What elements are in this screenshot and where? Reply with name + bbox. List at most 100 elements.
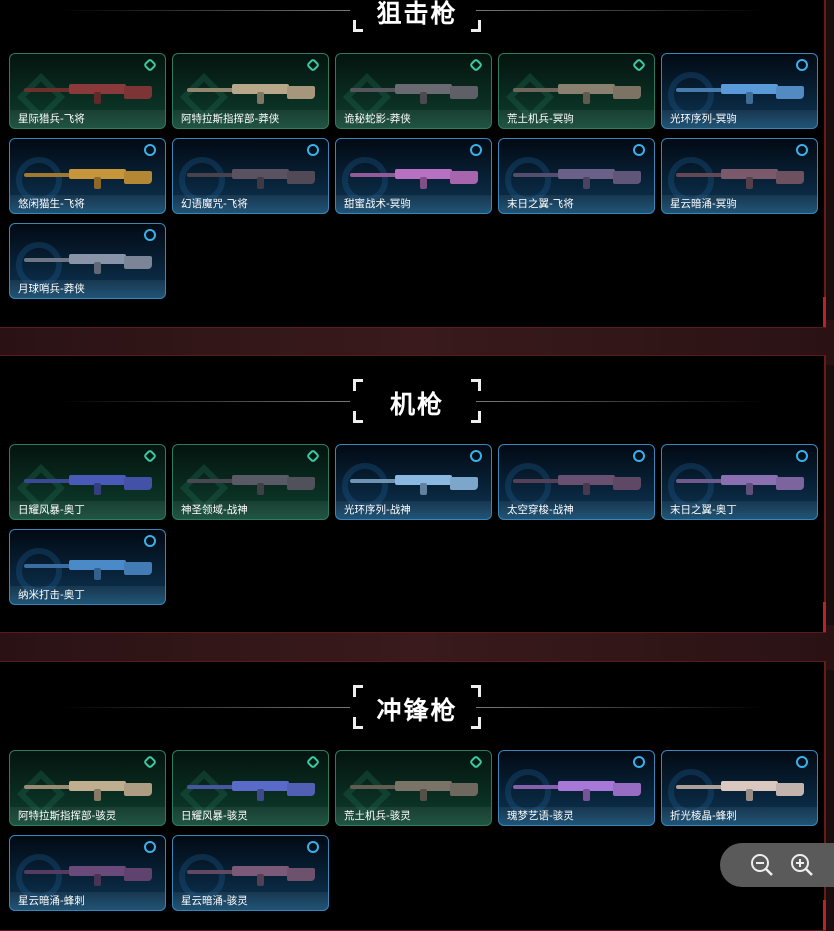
weapon-image (24, 862, 152, 886)
title-frame: 狙击枪 (353, 0, 481, 32)
weapon-skin-card[interactable]: 星云暗涌-冥驹 (661, 138, 818, 214)
card-background-emblem (179, 157, 225, 203)
rarity-ring-icon (144, 144, 156, 156)
weapon-skin-name: 星际猎兵-飞将 (10, 110, 165, 128)
weapon-skin-name: 荒土机兵-冥驹 (499, 110, 654, 128)
weapon-skin-name: 幻语魔咒-飞将 (173, 195, 328, 213)
zoom-out-icon[interactable] (750, 853, 774, 877)
weapon-skin-name: 末日之翼-奥丁 (662, 501, 817, 519)
weapon-skin-name: 末日之翼-飞将 (499, 195, 654, 213)
weapon-grid: 星际猎兵-飞将 阿特拉斯指挥部-莽侠 诡秘蛇影-莽侠 (9, 53, 818, 299)
weapon-skin-card[interactable]: 阿特拉斯指挥部-莽侠 (172, 53, 329, 129)
weapon-skin-card[interactable]: 光环序列-冥驹 (661, 53, 818, 129)
weapon-image (350, 80, 478, 104)
weapon-image (24, 777, 152, 801)
card-background-emblem (505, 463, 551, 509)
weapon-skin-card[interactable]: 诡秘蛇影-莽侠 (335, 53, 492, 129)
weapon-skin-card[interactable]: 月球哨兵-莽侠 (9, 223, 166, 299)
rarity-ring-icon (633, 450, 645, 462)
rarity-ring-icon (144, 535, 156, 547)
section-title: 狙击枪 (376, 0, 458, 28)
divider (60, 401, 350, 402)
weapon-skin-name: 纳米打击-奥丁 (10, 586, 165, 604)
weapon-image (24, 165, 152, 189)
weapon-skin-name: 阿特拉斯指挥部-骇灵 (10, 807, 165, 825)
weapon-skin-card[interactable]: 阿特拉斯指挥部-骇灵 (9, 750, 166, 826)
divider (60, 707, 350, 708)
weapon-skin-name: 星云暗涌-骇灵 (173, 892, 328, 910)
section-title: 机枪 (389, 390, 444, 419)
rarity-ring-icon (470, 144, 482, 156)
weapon-image (187, 862, 315, 886)
weapon-skin-name: 星云暗涌-蜂刺 (10, 892, 165, 910)
weapon-image (513, 80, 641, 104)
divider (476, 707, 766, 708)
zoom-controls (720, 843, 834, 887)
rarity-diamond-icon (142, 57, 158, 73)
weapon-skin-card[interactable]: 日耀风暴-骇灵 (172, 750, 329, 826)
weapon-skin-card[interactable]: 幻语魔咒-飞将 (172, 138, 329, 214)
card-background-emblem (668, 157, 714, 203)
weapon-skin-card[interactable]: 日耀风暴-奥丁 (9, 444, 166, 520)
weapon-skin-card[interactable]: 悠闲猫生-飞将 (9, 138, 166, 214)
weapon-skin-name: 诡秘蛇影-莽侠 (336, 110, 491, 128)
weapon-skin-card[interactable]: 末日之翼-飞将 (498, 138, 655, 214)
weapon-skin-name: 折光棱晶-蜂刺 (662, 807, 817, 825)
section-header: 狙击枪 (0, 0, 826, 35)
section-machine-gun: 机枪 日耀风暴-奥丁 神圣领域-战神 (0, 355, 826, 633)
weapon-skin-name: 悠闲猫生-飞将 (10, 195, 165, 213)
card-background-emblem (16, 854, 62, 900)
weapon-skin-card[interactable]: 星云暗涌-骇灵 (172, 835, 329, 911)
weapon-image (350, 471, 478, 495)
divider (476, 10, 766, 11)
weapon-skin-card[interactable]: 折光棱晶-蜂刺 (661, 750, 818, 826)
weapon-skin-card[interactable]: 甜蜜战术-冥驹 (335, 138, 492, 214)
weapon-image (513, 165, 641, 189)
weapon-skin-card[interactable]: 荒土机兵-冥驹 (498, 53, 655, 129)
weapon-skin-card[interactable]: 星云暗涌-蜂刺 (9, 835, 166, 911)
card-background-emblem (505, 769, 551, 815)
card-background-emblem (16, 157, 62, 203)
section-header: 冲锋枪 (0, 682, 826, 732)
weapon-grid: 日耀风暴-奥丁 神圣领域-战神 光环序列-战神 (9, 444, 818, 605)
card-background-emblem (668, 769, 714, 815)
weapon-image (187, 165, 315, 189)
section-title: 冲锋枪 (376, 696, 458, 725)
weapon-image (24, 250, 152, 274)
weapon-skin-name: 月球哨兵-莽侠 (10, 280, 165, 298)
weapon-skin-name: 阿特拉斯指挥部-莽侠 (173, 110, 328, 128)
rarity-diamond-icon (631, 57, 647, 73)
weapon-skin-name: 日耀风暴-骇灵 (173, 807, 328, 825)
divider (60, 10, 350, 11)
weapon-skin-name: 神圣领域-战神 (173, 501, 328, 519)
weapon-grid: 阿特拉斯指挥部-骇灵 日耀风暴-骇灵 荒土机兵-骇灵 (9, 750, 818, 911)
weapon-image (676, 165, 804, 189)
weapon-skin-card[interactable]: 星际猎兵-飞将 (9, 53, 166, 129)
weapon-image (513, 777, 641, 801)
section-header: 机枪 (0, 376, 826, 426)
card-background-emblem (179, 854, 225, 900)
weapon-skin-card[interactable]: 纳米打击-奥丁 (9, 529, 166, 605)
weapon-skin-name: 荒土机兵-骇灵 (336, 807, 491, 825)
weapon-skin-card[interactable]: 光环序列-战神 (335, 444, 492, 520)
card-background-emblem (16, 242, 62, 288)
section-sniper: 狙击枪 星际猎兵-飞将 阿特拉斯指挥部-莽侠 (0, 0, 826, 328)
weapon-skin-card[interactable]: 神圣领域-战神 (172, 444, 329, 520)
weapon-image (24, 80, 152, 104)
weapon-image (24, 471, 152, 495)
divider (476, 401, 766, 402)
weapon-skin-card[interactable]: 末日之翼-奥丁 (661, 444, 818, 520)
title-frame: 机枪 (353, 379, 481, 423)
weapon-skin-name: 光环序列-冥驹 (662, 110, 817, 128)
weapon-skin-card[interactable]: 太空穿梭-战神 (498, 444, 655, 520)
rarity-ring-icon (796, 450, 808, 462)
rarity-ring-icon (307, 841, 319, 853)
weapon-skin-card[interactable]: 瑰梦艺语-骇灵 (498, 750, 655, 826)
weapon-skin-name: 甜蜜战术-冥驹 (336, 195, 491, 213)
weapon-image (187, 80, 315, 104)
weapon-skin-card[interactable]: 荒土机兵-骇灵 (335, 750, 492, 826)
zoom-in-icon[interactable] (790, 853, 814, 877)
weapon-image (350, 165, 478, 189)
section-smg: 冲锋枪 阿特拉斯指挥部-骇灵 日耀风暴-骇灵 (0, 661, 826, 931)
card-background-emblem (342, 463, 388, 509)
